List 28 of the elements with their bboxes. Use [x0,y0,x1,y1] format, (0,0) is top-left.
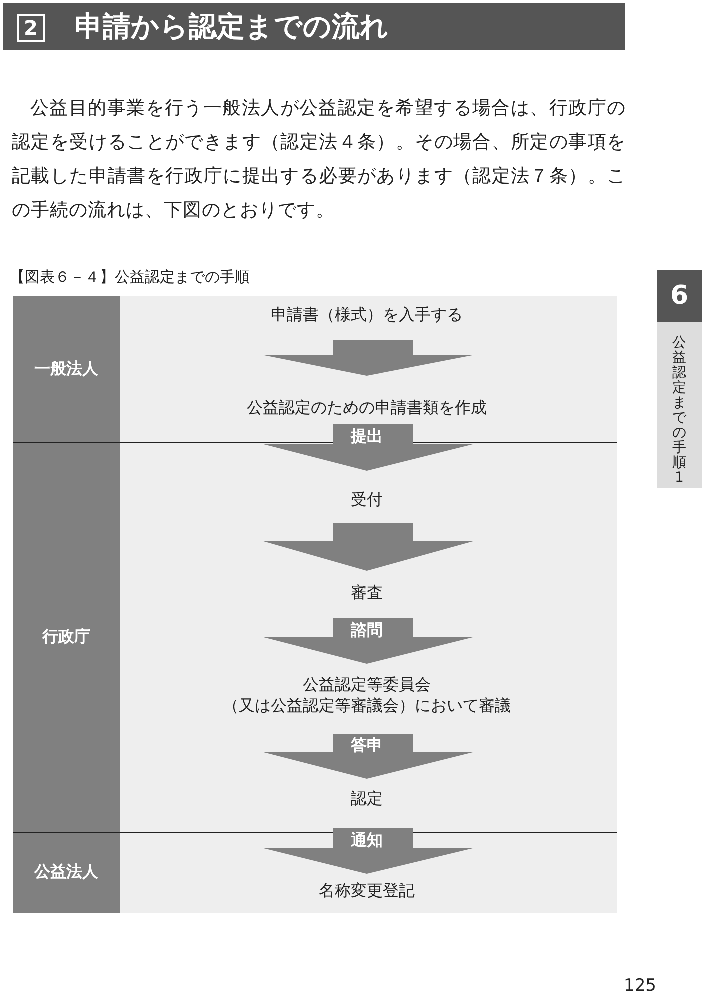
figure-label: 【図表６－４】公益認定までの手順 [10,267,250,288]
block-arrow [262,523,475,571]
step-text: 公益認定のための申請書類を作成 [247,397,487,418]
paragraph: 公益目的事業を行う一般法人が公益認定を希望する場合は、行政庁の認定を受けることができます（認定法４条）。その場合、所定の事項を記載した申請書を行政庁に提出する必要があります（認定法７条）。この手続の流れは、下図のとおりです。 [12,97,626,223]
step-text: 審査 [351,582,383,603]
swimlane [13,832,617,913]
block-arrow [262,734,475,779]
step-text: 申請書（様式）を入手する [271,304,463,325]
step-text: 認定 [351,788,383,809]
chapter-tab-title: 公益認定までの手順1 [657,322,702,488]
edge-label: 答申 [351,736,383,756]
step-text: 受付 [351,489,383,510]
block-arrow [262,828,475,874]
chapter-tab: 6 [657,270,702,322]
page-number: 125 [624,975,656,997]
lane-header: 公益法人 [13,832,120,913]
title: 申請から認定までの流れ [75,9,389,45]
section-number: 2 [17,14,45,42]
edge-label: 諮問 [351,620,383,641]
lane-header: 行政庁 [13,442,120,832]
step-text: 公益認定等委員会（又は公益認定等審議会）において審議 [223,674,511,716]
lane-header: 一般法人 [13,296,120,442]
block-arrow [262,618,475,664]
step-text: 名称変更登記 [319,880,415,901]
edge-label: 通知 [351,830,383,852]
block-arrow [262,340,475,376]
block-arrow [262,424,475,471]
edge-label: 提出 [351,426,383,448]
